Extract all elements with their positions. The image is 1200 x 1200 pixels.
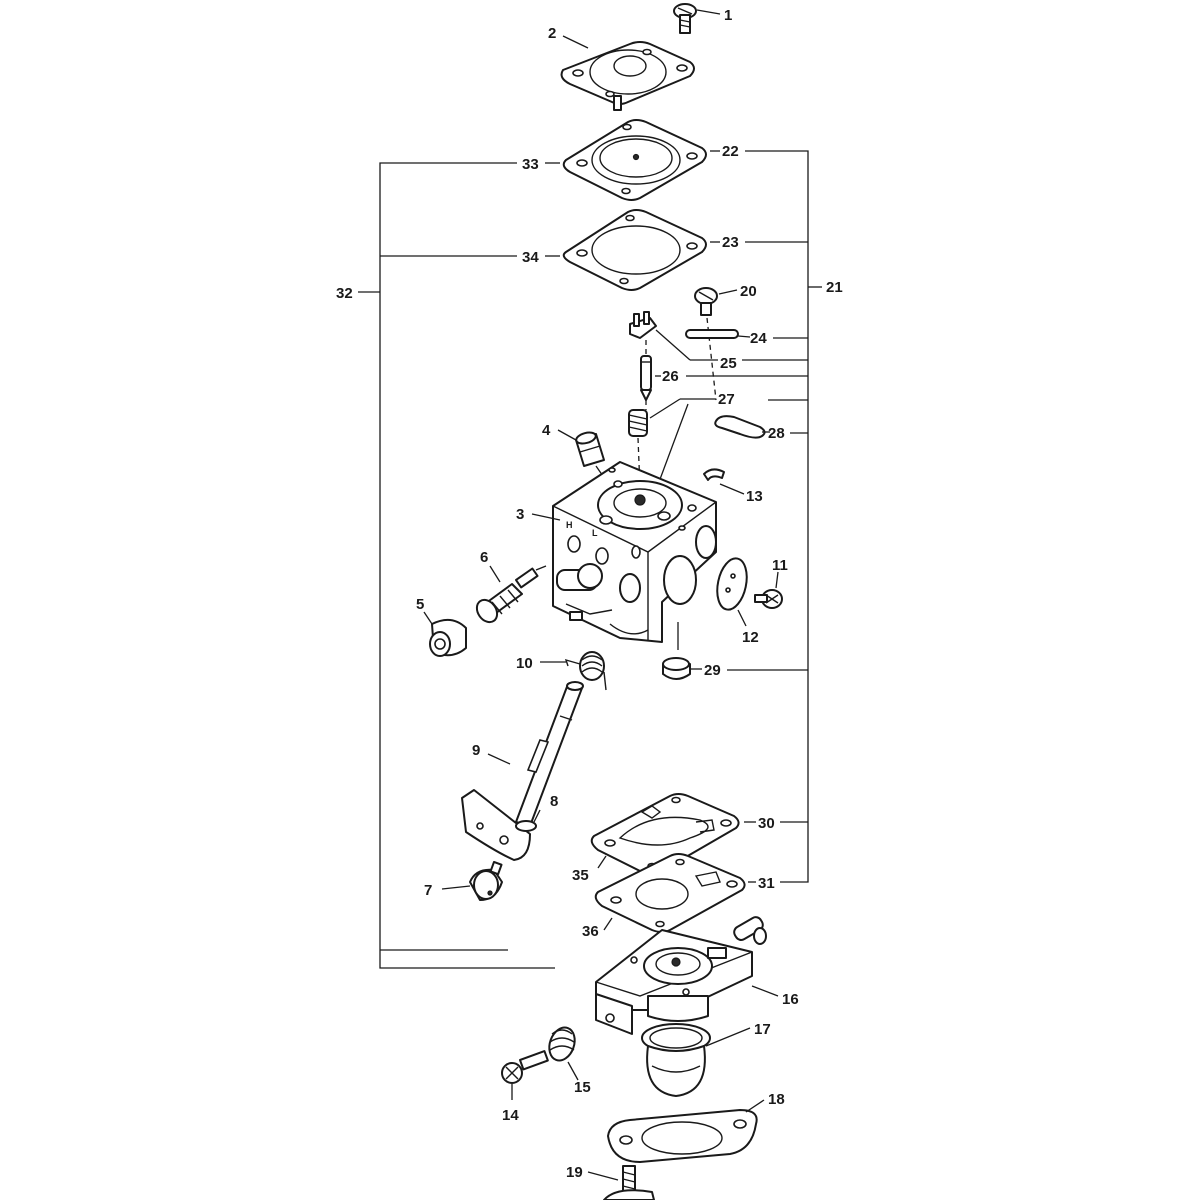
callout-9: 9 (472, 742, 480, 759)
callout-18: 18 (768, 1091, 785, 1108)
part-11-cover-screw (754, 571, 783, 609)
part-20-lever-screw (694, 287, 738, 401)
callout-8: 8 (550, 793, 558, 810)
part-22-pump-diaphragm (545, 119, 720, 201)
part-23-pump-gasket (545, 209, 720, 291)
callout-19: 19 (566, 1164, 583, 1181)
callout-16: 16 (782, 991, 799, 1008)
callout-7: 7 (424, 882, 432, 899)
callout-6: 6 (480, 549, 488, 566)
part-5-limiter-cap (423, 611, 467, 657)
part-6-mixture-screw (475, 565, 547, 624)
part-25-metering-lever (629, 311, 718, 361)
callout-24: 24 (750, 330, 767, 347)
part-12-welch-plug (716, 557, 748, 627)
callout-5: 5 (416, 596, 424, 613)
callout-23: 23 (722, 234, 739, 251)
part-15-adjuster-spring (548, 1026, 579, 1081)
part-8-shaft-clip (515, 809, 541, 832)
part-13-e-clip (703, 468, 745, 495)
part-24-lever-pin (685, 329, 751, 339)
callout-3: 3 (516, 506, 524, 523)
callout-29: 29 (704, 662, 721, 679)
callout-10: 10 (516, 655, 533, 672)
callout-25: 25 (720, 355, 737, 372)
callout-labels: 1 2 3 4 5 6 7 8 9 10 11 12 13 14 15 16 1… (336, 7, 843, 1181)
part-9-throttle-shaft (461, 681, 584, 861)
callout-2: 2 (548, 25, 556, 42)
part-18-flange-gasket (607, 1099, 765, 1163)
part-17-primer-bulb (641, 1023, 751, 1097)
part-10-throttle-spring (540, 651, 607, 691)
part-27-metering-spring (628, 398, 716, 491)
callout-26: 26 (662, 368, 679, 385)
callout-20: 20 (740, 283, 757, 300)
part-26-inlet-needle (640, 340, 661, 410)
callout-32: 32 (336, 285, 353, 302)
callout-12: 12 (742, 629, 759, 646)
callout-22: 22 (722, 143, 739, 160)
part-19-mounting-stud (587, 1165, 655, 1200)
callout-17: 17 (754, 1021, 771, 1038)
kit-bracket-21 (686, 150, 822, 883)
part-7-idle-screw (441, 861, 503, 901)
callout-1: 1 (724, 7, 732, 24)
callout-27: 27 (718, 391, 735, 408)
part-3-carburetor-body: H L (531, 461, 717, 650)
kit-bracket-32 (358, 162, 555, 969)
part-28-oval-seal (714, 415, 770, 439)
callout-15: 15 (574, 1079, 591, 1096)
callout-31: 31 (758, 875, 775, 892)
part-29-plug (662, 657, 702, 680)
part-1-cover-screw (673, 3, 721, 34)
callout-30: 30 (758, 815, 775, 832)
part-14-cover-screw (501, 1050, 549, 1100)
callout-11: 11 (772, 557, 788, 574)
part-2-pump-cover (560, 35, 695, 111)
callout-21: 21 (826, 279, 843, 296)
callout-14: 14 (502, 1107, 519, 1124)
body-marking-l: L (592, 528, 598, 538)
part-16-metering-cover (595, 916, 779, 1035)
body-marking-h: H (566, 520, 573, 530)
callout-28: 28 (768, 425, 785, 442)
part-31-metering-gasket (594, 853, 756, 933)
callout-33: 33 (522, 156, 539, 173)
callout-13: 13 (746, 488, 763, 505)
callout-4: 4 (542, 422, 551, 439)
callout-36: 36 (582, 923, 599, 940)
callout-34: 34 (522, 249, 539, 266)
callout-35: 35 (572, 867, 589, 884)
